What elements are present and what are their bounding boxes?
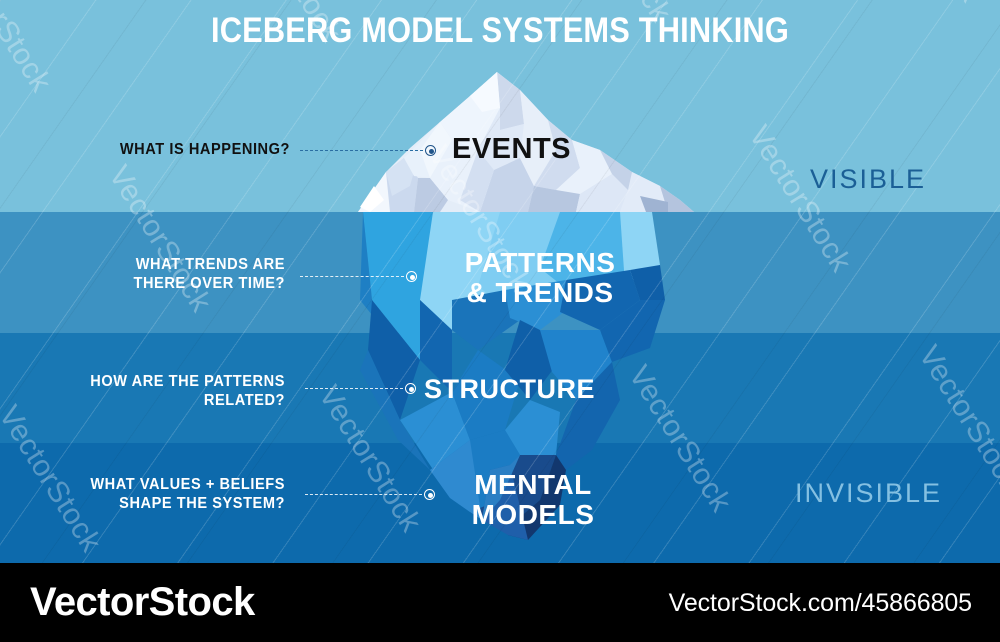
page-title: ICEBERG MODEL SYSTEMS THINKING	[211, 11, 789, 50]
question-label-mental-models: WHAT VALUES + BELIEFS SHAPE THE SYSTEM?	[17, 475, 285, 513]
layer-title-line: PATTERNS	[464, 247, 616, 278]
connector-dot-mental-models	[424, 489, 435, 500]
connector-line-structure	[305, 388, 403, 390]
connector-line-events	[300, 150, 423, 152]
layer-title-line: & TRENDS	[466, 276, 614, 308]
question-line: HOW ARE THE PATTERNS	[90, 373, 285, 390]
question-label-events: WHAT IS HAPPENING?	[17, 140, 290, 159]
vectorstock-logo: VectorStock	[30, 580, 255, 624]
layer-title-line: MENTAL	[474, 469, 592, 500]
footer-bar: VectorStock VectorStock.com/45866805	[0, 563, 1000, 642]
connector-dot-structure	[405, 383, 416, 394]
layer-title-line: STRUCTURE	[424, 374, 595, 404]
connector-line-mental-models	[305, 494, 422, 496]
question-line: SHAPE THE SYSTEM?	[119, 495, 285, 512]
question-line: WHAT TRENDS ARE	[135, 256, 285, 273]
layer-title-mental-models: MENTAL MODELS	[448, 470, 618, 529]
question-line: RELATED?	[203, 392, 285, 409]
vectorstock-url: VectorStock.com/45866805	[668, 589, 972, 617]
connector-line-patterns	[300, 276, 404, 278]
marker-invisible: INVISIBLE	[795, 478, 943, 508]
connector-dot-patterns	[406, 271, 417, 282]
question-label-patterns: WHAT TRENDS ARE THERE OVER TIME?	[17, 255, 285, 293]
question-line: WHAT IS HAPPENING?	[119, 141, 290, 158]
question-line: WHAT VALUES + BELIEFS	[90, 476, 286, 493]
layer-title-structure: STRUCTURE	[424, 375, 595, 404]
layer-title-events: EVENTS	[452, 134, 571, 165]
layer-title-line: MODELS	[471, 498, 595, 530]
connector-dot-events	[425, 145, 436, 156]
layer-title-line: EVENTS	[452, 133, 572, 165]
layer-title-patterns: PATTERNS & TRENDS	[440, 248, 640, 307]
marker-visible: VISIBLE	[810, 164, 927, 194]
question-label-structure: HOW ARE THE PATTERNS RELATED?	[17, 372, 285, 410]
question-line: THERE OVER TIME?	[133, 275, 285, 292]
